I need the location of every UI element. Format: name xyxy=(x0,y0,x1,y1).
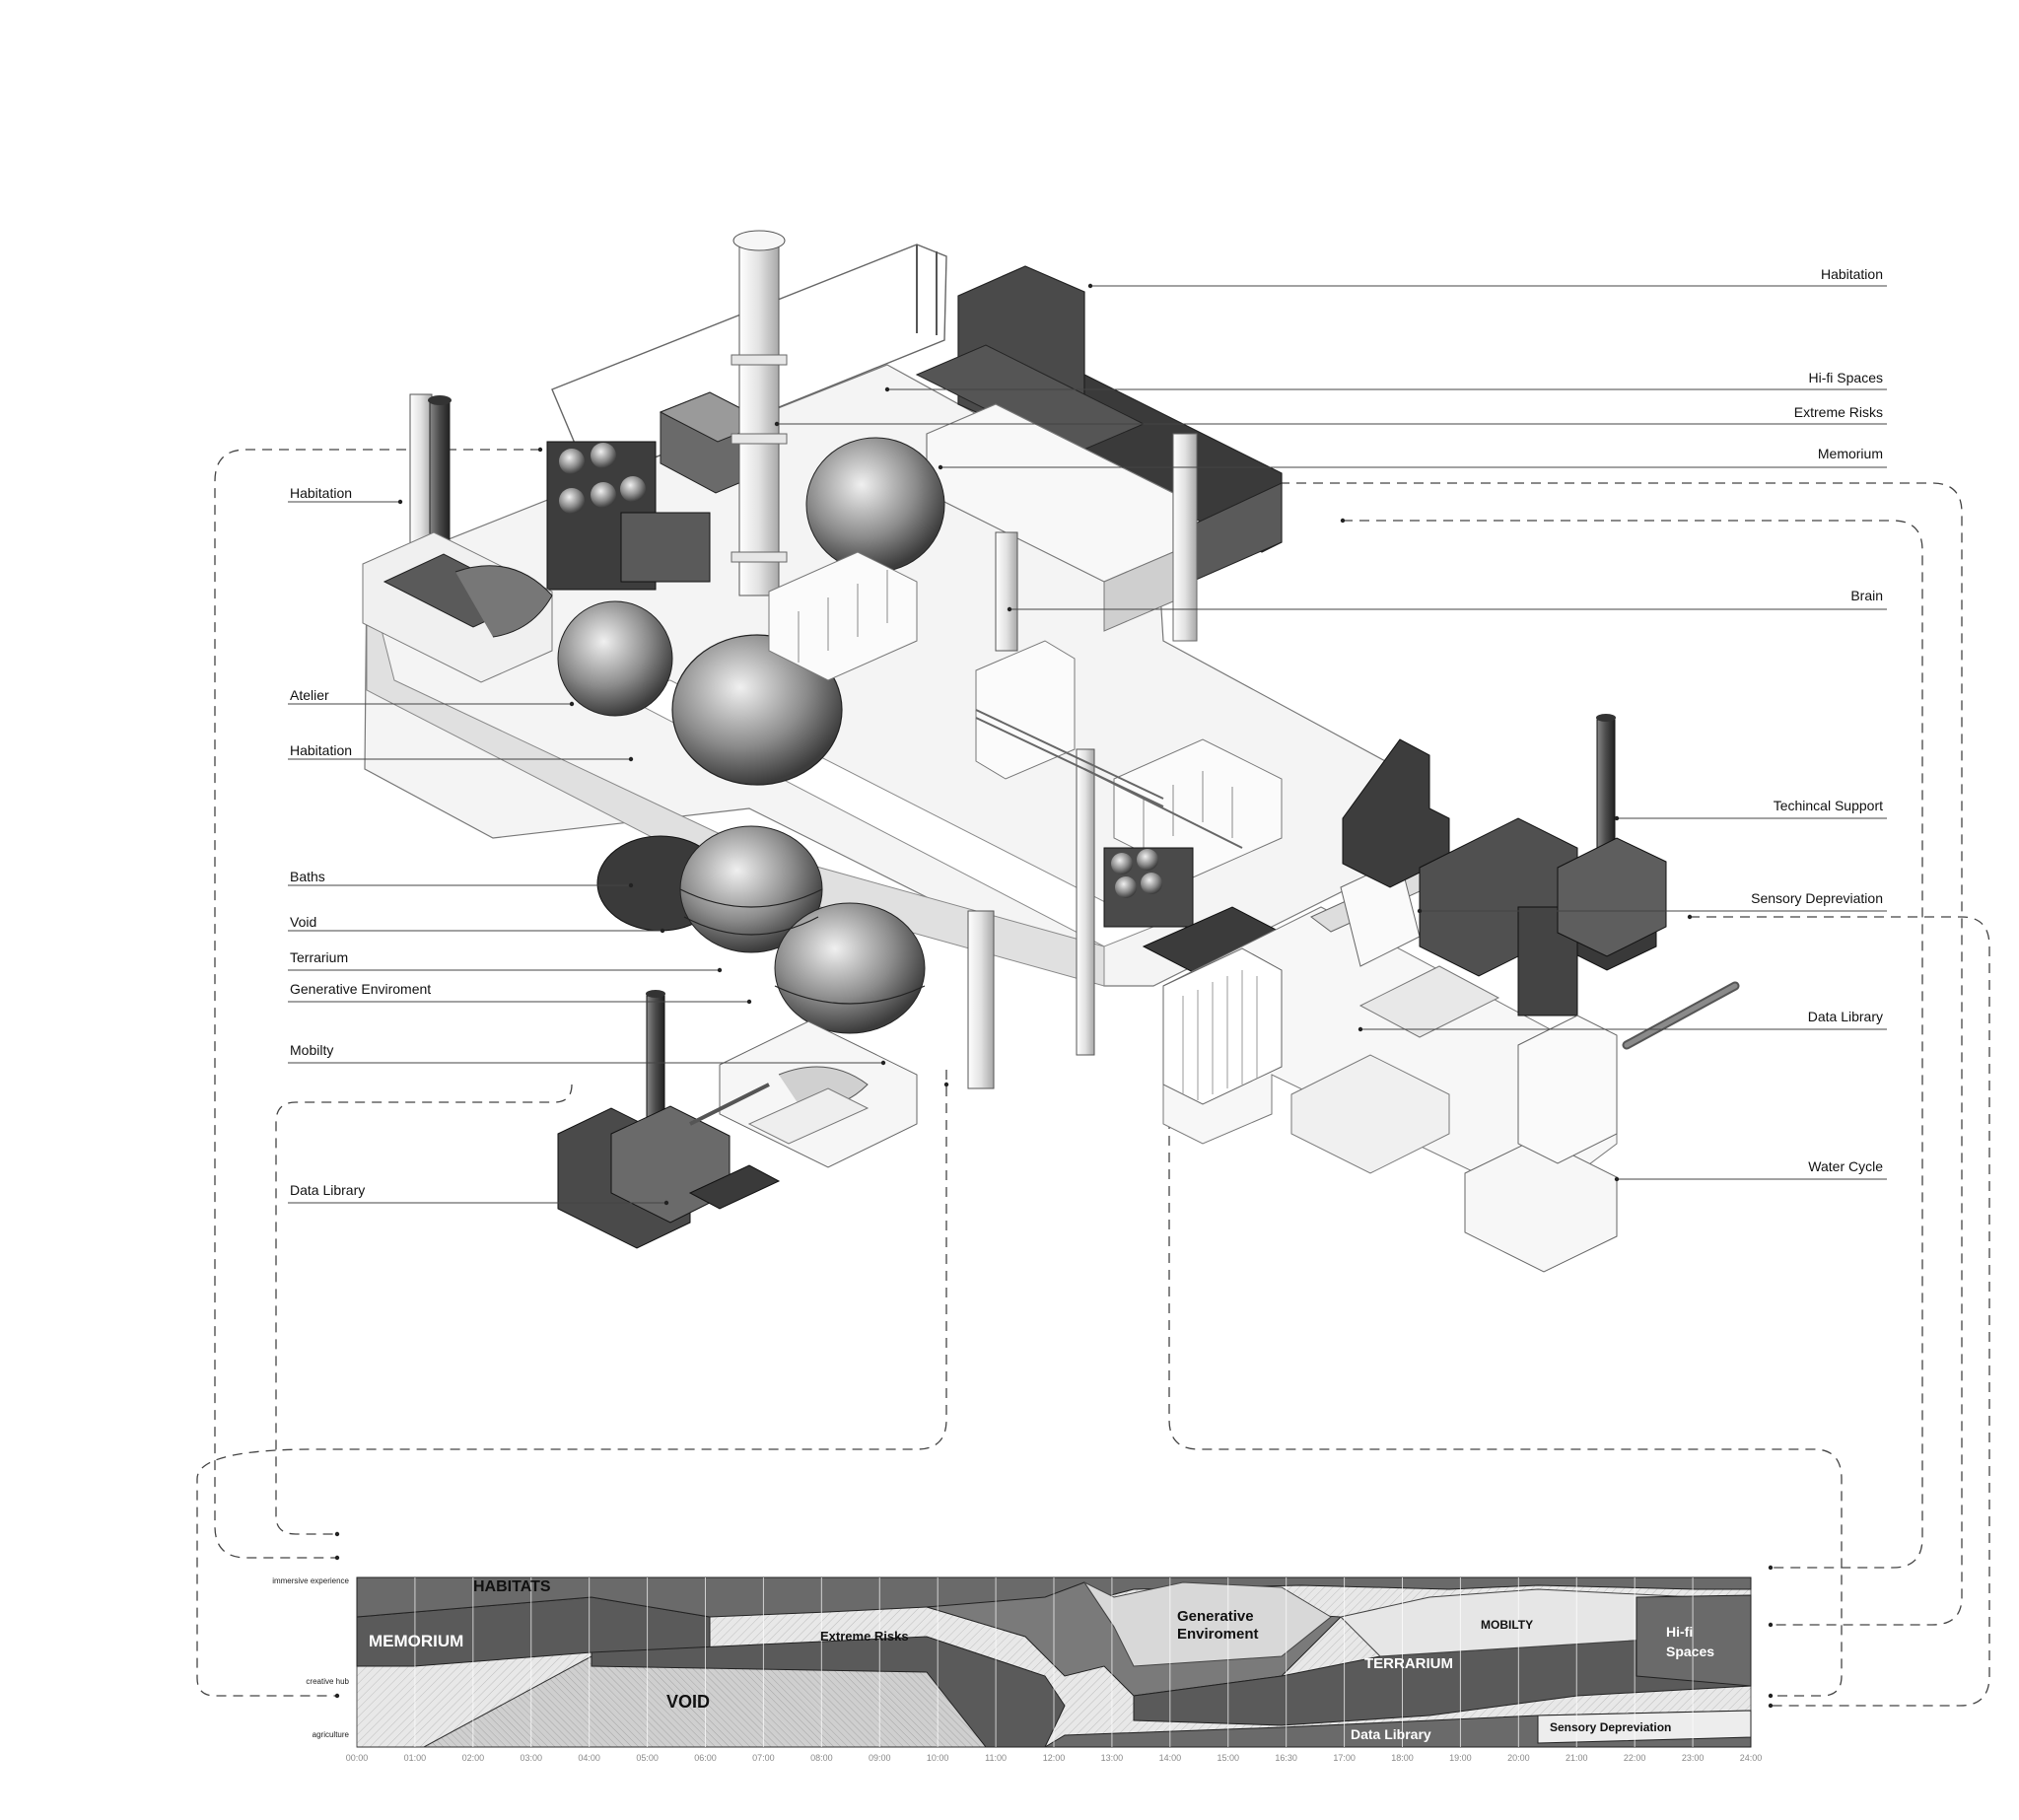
label-extreme-risks: Extreme Risks xyxy=(1793,404,1883,420)
dashed-connectors xyxy=(196,449,1990,1707)
label-generative-enviroment: Generative Enviroment xyxy=(290,981,432,997)
label-void: Void xyxy=(290,914,317,930)
label-baths: Baths xyxy=(290,869,325,884)
label-memorium: Memorium xyxy=(1817,446,1883,461)
building xyxy=(362,230,1740,1273)
label-habitation-right: Habitation xyxy=(1820,266,1883,282)
label-hi-fi-spaces: Hi-fi Spaces xyxy=(1808,370,1883,385)
timeline-chart xyxy=(356,1576,1752,1748)
label-mobilty: Mobilty xyxy=(290,1042,334,1058)
label-techincal-support: Techincal Support xyxy=(1773,798,1883,813)
label-terrarium: Terrarium xyxy=(290,949,349,965)
leader-dots xyxy=(334,283,1774,1709)
label-sensory-depreviation: Sensory Depreviation xyxy=(1751,890,1883,906)
label-data-library-right: Data Library xyxy=(1807,1009,1883,1024)
leader-lines xyxy=(288,285,1887,1204)
label-habitation-left: Habitation xyxy=(290,485,353,501)
label-data-library-left: Data Library xyxy=(290,1182,366,1198)
label-brain: Brain xyxy=(1850,588,1883,603)
label-atelier: Atelier xyxy=(290,687,329,703)
label-habitation-left-2: Habitation xyxy=(290,742,353,758)
label-water-cycle: Water Cycle xyxy=(1808,1158,1883,1174)
